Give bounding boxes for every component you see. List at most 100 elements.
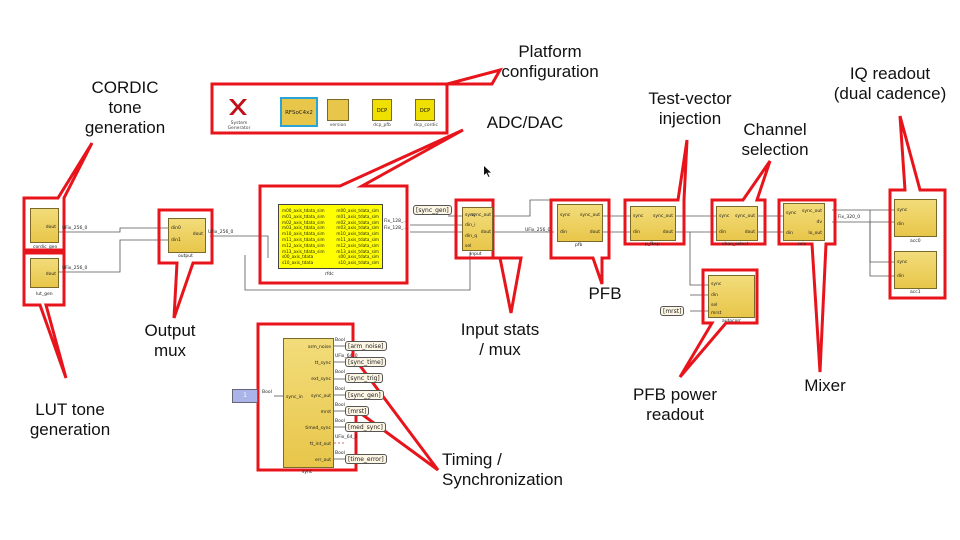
sync-port-arm_noise: arm_noise <box>307 345 331 350</box>
callout-chansel <box>710 160 772 246</box>
output-ufix-label: UFix_256_0 <box>208 230 234 235</box>
acc0-name: acc0 <box>910 239 921 244</box>
cordic-gen-block[interactable]: dout <box>30 208 59 243</box>
goto-tag-time-error[interactable]: [time_error] <box>345 454 387 465</box>
callout-text: Timing / <box>442 450 502 469</box>
acc1-block[interactable]: sync din <box>894 251 937 289</box>
port-din: din <box>711 293 718 298</box>
port-dv: dv <box>816 220 822 225</box>
input-ufix-label: UFix_256_0 <box>525 228 551 233</box>
rfdc-port-label: m01_axis_tdata_sim <box>282 213 325 219</box>
sync-block[interactable]: sync_in arm_noise tt_sync ext_sync sync_out… <box>283 338 334 468</box>
port-din-i: din_i <box>465 223 476 228</box>
mix-block[interactable]: sync sync_out dv din lo_out <box>783 203 825 241</box>
port-sync-out: sync_out <box>471 213 491 218</box>
autocorr-block[interactable]: sync din sel mrst <box>708 275 755 318</box>
callout-platform <box>210 67 504 135</box>
port-dout: dout <box>45 272 56 277</box>
port-sync: sync <box>786 211 797 216</box>
callout-output <box>157 208 214 319</box>
callout-lut <box>22 251 68 379</box>
sync-port-type: Bool <box>335 338 345 343</box>
port-sync-in: sync_in <box>286 395 303 400</box>
sync-port-type: Bool <box>335 419 345 424</box>
callout-label-testvector: Test-vector injection <box>635 89 745 129</box>
rfdc-port-label: s10_axis_tdata <box>282 260 314 266</box>
chan-select-name: chan_select <box>722 242 749 247</box>
chan-select-block[interactable]: sync sync_out din dout <box>716 206 758 241</box>
rfdc-port-label: m12_axis_tdata_sim <box>336 242 379 248</box>
port-sync: sync <box>711 282 722 287</box>
callout-testvector <box>623 139 689 246</box>
output-mux-block[interactable]: din0 din1 dout <box>168 218 206 253</box>
callout-text: tone <box>108 98 142 117</box>
rfdc-port-label: s10_axis_tdata_sim <box>338 260 379 266</box>
rfdc-port-label: m03_axis_tdata_sim <box>336 225 379 231</box>
callout-label-input: Input stats / mux <box>445 320 555 360</box>
input-block[interactable]: sync din_i din_q sel sync_out dout <box>462 207 493 251</box>
callout-text: Mixer <box>804 376 846 395</box>
callout-text: Test-vector <box>648 89 732 108</box>
rfdc-port-label: m13_axis_tdata_sim <box>282 248 325 254</box>
pfb-block[interactable]: sync sync_out din dout <box>557 204 603 242</box>
rfsoc-block[interactable]: RFSoC4x2 <box>280 97 318 127</box>
lut-gen-block[interactable]: dout <box>30 258 59 288</box>
goto-tag-sync-time[interactable]: [sync_time] <box>345 357 387 368</box>
callout-iq <box>888 115 947 300</box>
goto-tag-sync-trig[interactable]: [sync_trig] <box>345 373 383 384</box>
pfb-name: pfb <box>575 243 583 248</box>
mix-name: mix <box>798 242 807 247</box>
p-fbsp-block[interactable]: sync sync_out din dout <box>630 206 676 241</box>
goto-tag-med-sync[interactable]: [med_sync] <box>345 422 386 432</box>
acc0-block[interactable]: sync din <box>894 199 937 237</box>
sync-in-source[interactable]: 1 <box>232 389 258 403</box>
lut-gen-name: lut_gen <box>36 292 53 297</box>
port-sync: sync <box>897 208 908 213</box>
callout-text: LUT tone <box>35 400 105 419</box>
callout-text: readout <box>646 405 704 424</box>
rfdc-port-label: m00_axis_tdata_sim <box>336 208 379 213</box>
port-dout: dout <box>589 230 600 235</box>
callout-label-adcdac: ADC/DAC <box>475 113 575 133</box>
mrst-from-tag[interactable]: [mrst] <box>660 306 685 316</box>
sync-port-sync_out: sync_out <box>311 393 331 399</box>
sync-gen-goto-tag[interactable]: [sync_gen] <box>413 205 452 215</box>
rfdc-fix-b: Fix_128_... <box>384 226 408 231</box>
callout-text: PFB <box>588 284 622 303</box>
sync-port-tt_sync: tt_sync <box>314 361 331 367</box>
dcp-pfb-block[interactable]: DCP <box>372 99 392 121</box>
p-fbsp-name: p_fbsp <box>645 242 660 247</box>
port-sync-out: sync_out <box>802 209 822 214</box>
sync-port-ext_sync: ext_sync <box>311 377 331 383</box>
callout-text: (dual cadence) <box>833 84 947 103</box>
goto-tag-mrst-out[interactable]: [mrst] <box>345 405 370 416</box>
goto-tag-arm-noise[interactable]: [arm_noise] <box>345 341 387 351</box>
callout-text: Synchronization <box>442 470 563 489</box>
port-dout: dout <box>662 230 673 235</box>
rfdc-port-label: m10_axis_tdata_sim <box>336 231 379 237</box>
sync-port-type: Bool <box>335 402 345 408</box>
port-sync-out: sync_out <box>580 213 600 218</box>
port-sync-out: sync_out <box>735 214 755 219</box>
rfdc-port-label: m11_axis_tdata_sim <box>282 236 325 242</box>
callout-label-output: Output mux <box>125 321 215 361</box>
callout-text: Input stats <box>460 320 540 339</box>
dcp-cordic-block[interactable]: DCP <box>415 99 435 121</box>
port-sync: sync <box>465 213 476 218</box>
rfdc-fix-a: Fix_128_... <box>384 219 408 224</box>
sync-port-tt_int_out: tt_int_out <box>309 442 331 448</box>
callout-text: Channel <box>743 120 807 139</box>
sync-port-mrst: mrst <box>320 409 331 415</box>
xilinx-logo-icon[interactable] <box>228 98 248 116</box>
callout-mixer <box>777 198 837 373</box>
sync-port-timed_sync: timed_sync <box>305 426 331 431</box>
goto-tag-sync-gen[interactable]: [sync_gen] <box>345 389 384 400</box>
callout-text: mux <box>153 341 187 360</box>
rfdc-port-label: m10_axis_tdata_sim <box>282 231 325 237</box>
version-label: version <box>329 123 347 128</box>
mix-fix-label: Fix_320_0 <box>838 215 861 220</box>
version-block[interactable] <box>327 99 349 121</box>
